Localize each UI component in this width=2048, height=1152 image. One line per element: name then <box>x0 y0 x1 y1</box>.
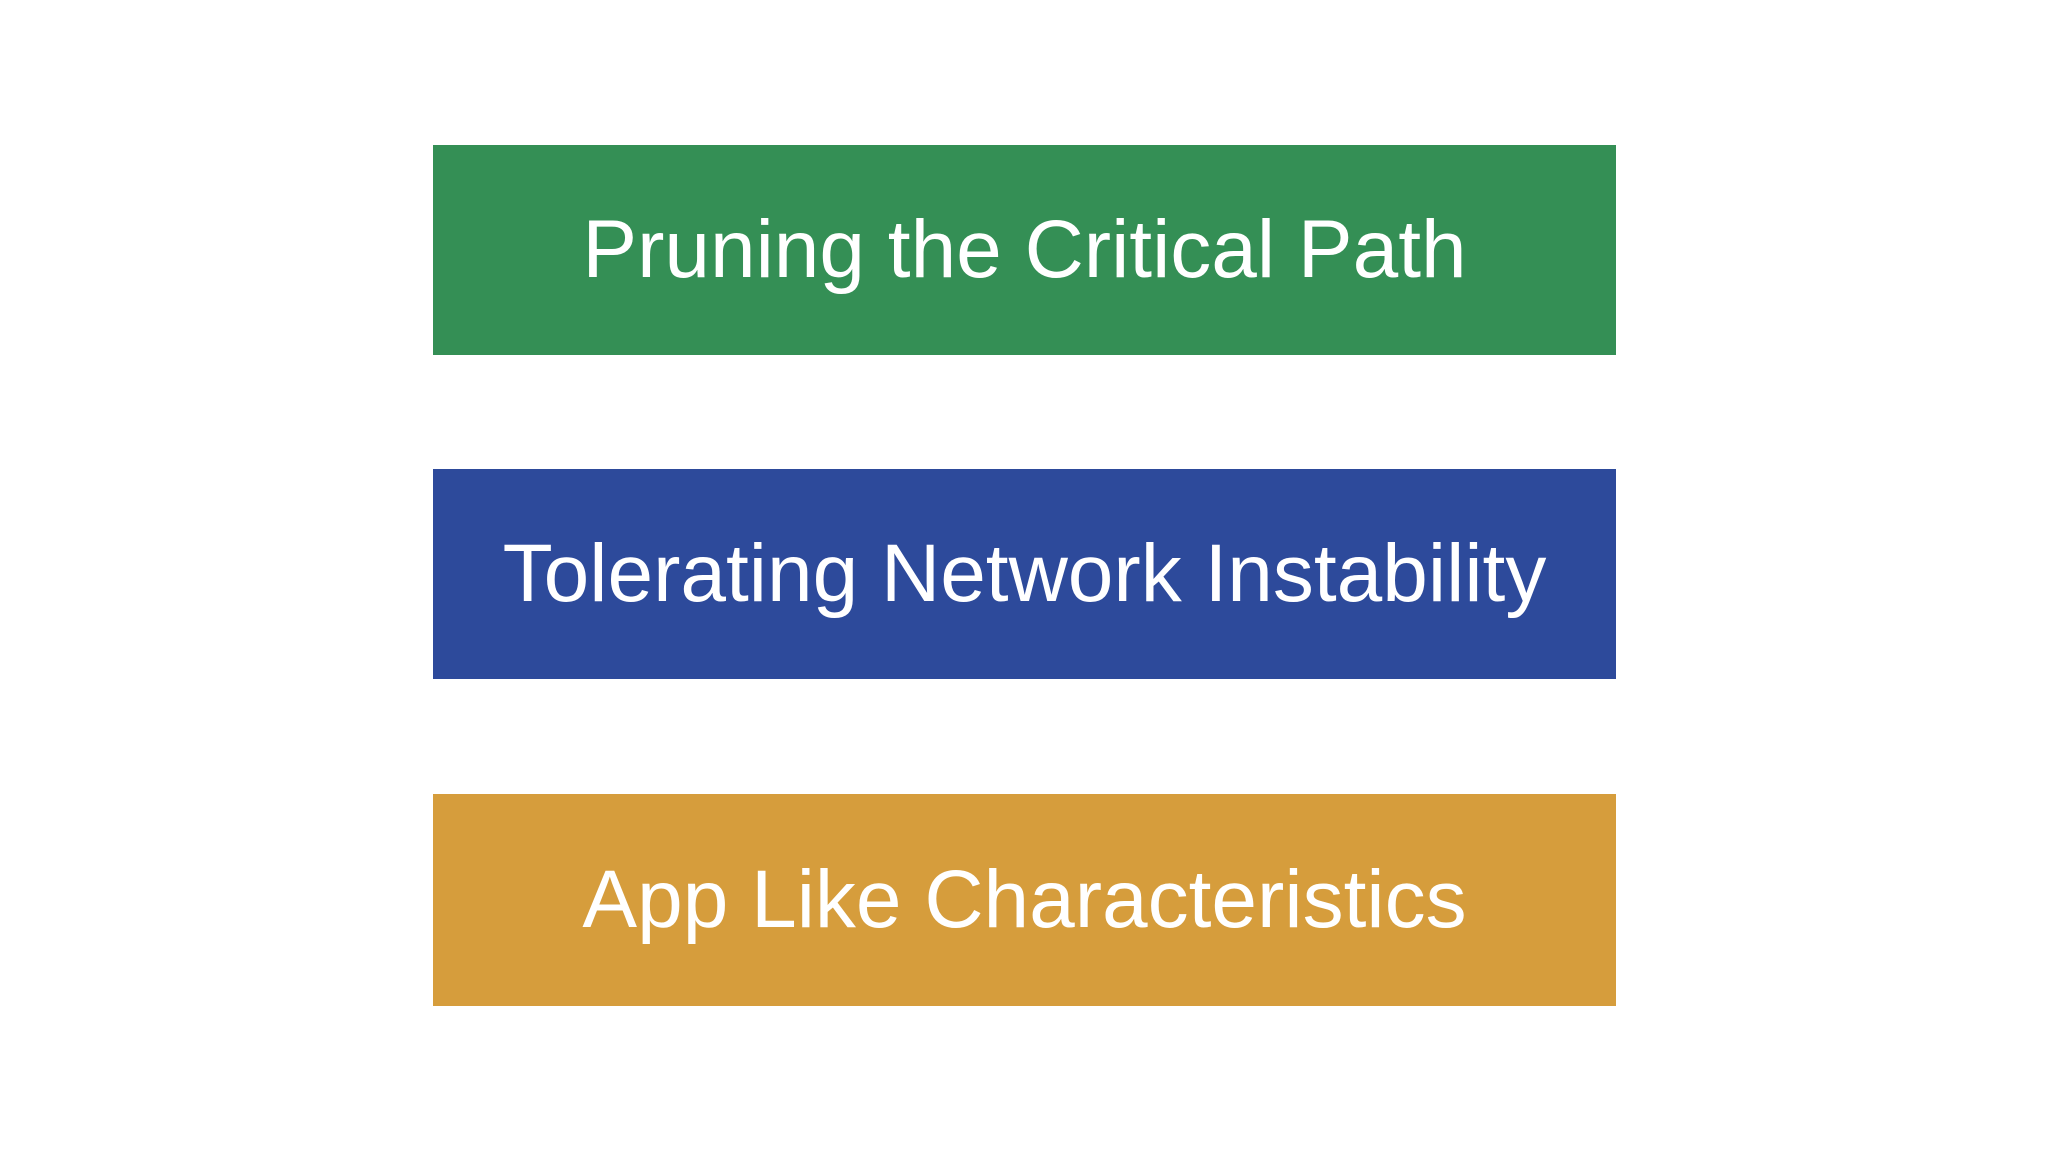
bar-label: App Like Characteristics <box>582 854 1467 945</box>
bar-label: Tolerating Network Instability <box>502 528 1547 619</box>
bar-pruning-the-critical-path: Pruning the Critical Path <box>433 145 1616 355</box>
bar-tolerating-network-instability: Tolerating Network Instability <box>433 469 1616 679</box>
bar-app-like-characteristics: App Like Characteristics <box>433 794 1616 1006</box>
bar-label: Pruning the Critical Path <box>582 204 1467 295</box>
